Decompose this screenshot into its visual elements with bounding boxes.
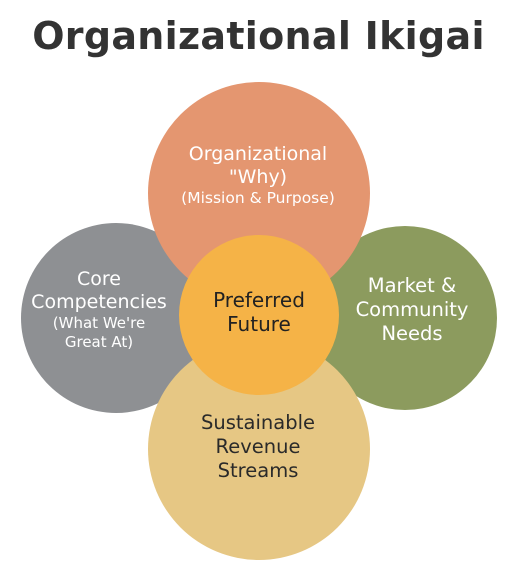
revenue-streams-label: Sustainable Revenue Streams: [160, 411, 356, 482]
organizational-why-circle: [148, 82, 370, 304]
why-line-3: (Mission & Purpose): [181, 189, 335, 208]
center-line-2: Future: [227, 312, 291, 337]
why-line-2: "Why): [228, 166, 288, 189]
preferred-future-label: Preferred Future: [184, 288, 334, 337]
revenue-line-3: Streams: [217, 458, 299, 482]
core-line-2: Competencies: [31, 291, 167, 314]
market-line-3: Needs: [381, 321, 443, 345]
market-needs-label: Market & Community Needs: [337, 274, 487, 345]
core-line-3: (What We're: [52, 314, 146, 333]
core-line-1: Core: [77, 268, 121, 290]
core-competencies-label: Core Competencies (What We're Great At): [20, 268, 178, 351]
revenue-line-2: Revenue: [215, 434, 301, 458]
diagram-title: Organizational Ikigai: [32, 14, 485, 58]
center-line-1: Preferred: [213, 288, 305, 312]
market-line-1: Market &: [367, 274, 457, 297]
revenue-streams-circle: [148, 338, 370, 560]
organizational-why-label: Organizational "Why) (Mission & Purpose): [158, 143, 358, 208]
market-line-2: Community: [355, 297, 469, 321]
revenue-line-1: Sustainable: [200, 411, 315, 434]
preferred-future-circle: [179, 235, 339, 395]
market-needs-circle: [313, 226, 497, 410]
why-line-1: Organizational: [188, 143, 328, 165]
core-competencies-circle: [21, 223, 211, 413]
core-line-4: Great At): [64, 332, 134, 351]
